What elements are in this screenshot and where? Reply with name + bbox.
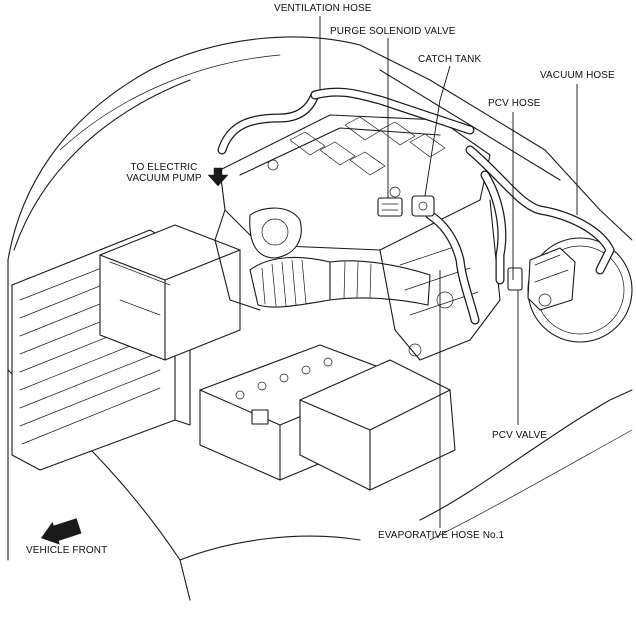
air-cleaner bbox=[99, 224, 241, 361]
arrow-left-icon bbox=[40, 518, 82, 545]
purge-solenoid-valve bbox=[377, 197, 403, 217]
catch-tank bbox=[411, 195, 435, 217]
vacuum-hose bbox=[465, 145, 615, 275]
label-vacuum-hose: VACUUM HOSE bbox=[540, 70, 615, 81]
evaporative-hose bbox=[425, 210, 480, 325]
intake-duct bbox=[249, 256, 431, 308]
leader-lines bbox=[319, 16, 578, 528]
label-ventilation-hose: VENTILATION HOSE bbox=[274, 3, 372, 14]
brake-booster bbox=[527, 237, 633, 343]
fuse-box bbox=[299, 359, 456, 491]
label-vehicle-front: VEHICLE FRONT bbox=[26, 545, 108, 556]
label-catch-tank: CATCH TANK bbox=[418, 54, 482, 65]
label-evaporative-hose-no1: EVAPORATIVE HOSE No.1 bbox=[378, 530, 505, 541]
pcv-hose bbox=[480, 170, 507, 285]
arrow-down-icon bbox=[207, 167, 229, 187]
label-purge-solenoid-valve: PURGE SOLENOID VALVE bbox=[330, 26, 456, 37]
label-pcv-hose: PCV HOSE bbox=[488, 98, 541, 109]
label-pcv-valve: PCV VALVE bbox=[492, 430, 547, 441]
label-to-electric-vacuum-pump: TO ELECTRIC VACUUM PUMP bbox=[126, 162, 202, 184]
pcv-valve bbox=[507, 267, 523, 291]
ventilation-hose bbox=[217, 87, 475, 155]
